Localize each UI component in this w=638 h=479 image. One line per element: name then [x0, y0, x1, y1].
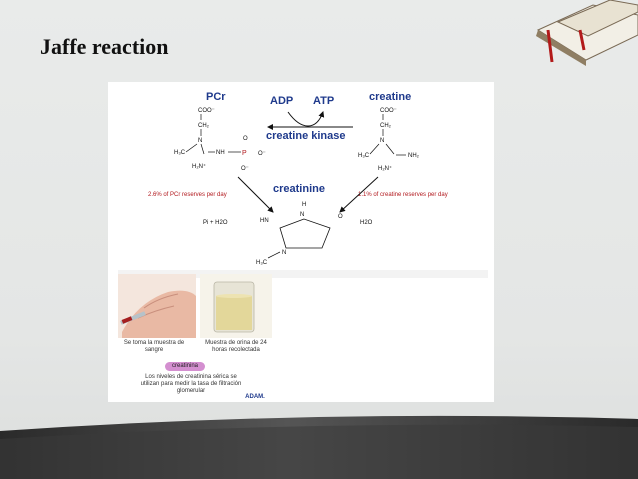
svg-text:CH₂: CH₂ — [380, 123, 392, 129]
pi-water-label: Pi + H2O — [203, 220, 228, 226]
svg-text:COO⁻: COO⁻ — [380, 108, 397, 114]
svg-text:P: P — [242, 150, 247, 157]
creatinine-structure: H N HN O N H₃C — [256, 202, 343, 266]
creatinine-label: creatinine — [273, 183, 325, 195]
slide-title: Jaffe reaction — [40, 34, 169, 59]
creatinine-diagram: PCr ADP ATP creatine creatine kinase COO… — [118, 91, 488, 338]
adam-logo: ADAM. — [245, 394, 265, 400]
atp-label: ATP — [313, 95, 334, 107]
water-label: H2O — [360, 220, 373, 226]
svg-text:H₃C: H₃C — [358, 153, 370, 159]
svg-text:O⁻: O⁻ — [241, 166, 249, 172]
svg-text:N: N — [198, 138, 202, 144]
svg-text:H₃C: H₃C — [256, 260, 268, 266]
diagram-panel: PCr ADP ATP creatine creatine kinase COO… — [108, 82, 494, 402]
svg-text:H: H — [302, 202, 306, 208]
svg-text:O⁻: O⁻ — [258, 151, 266, 157]
svg-text:CH₂: CH₂ — [198, 123, 210, 129]
enzyme-label: creatine kinase — [266, 130, 346, 142]
svg-text:O: O — [243, 136, 248, 142]
creatine-to-creatinine-arrow — [339, 176, 379, 213]
svg-text:NH: NH — [216, 150, 225, 156]
pcr-reserves-label: 2.6% of PCr reserves per day — [148, 192, 227, 198]
svg-text:N: N — [300, 212, 304, 218]
creatine-label: creatine — [369, 91, 411, 103]
svg-text:HN: HN — [260, 218, 269, 224]
svg-text:H₂N⁺: H₂N⁺ — [192, 163, 206, 170]
adp-label: ADP — [270, 95, 293, 107]
urine-caption: Muestra de orina de 24 horas recolectada — [205, 340, 267, 353]
blood-sample-illustration — [118, 274, 196, 338]
svg-text:N: N — [380, 138, 384, 144]
creatine-reserves-label: 1.1% of creatine reserves per day — [358, 192, 448, 198]
svg-text:NH₂: NH₂ — [408, 153, 420, 159]
pcr-structure: COO⁻ CH₂ N H₃C NH H₂N⁺ P O O⁻ O⁻ — [174, 108, 266, 172]
creatinine-badge: creatinina — [165, 362, 205, 371]
faded-band — [118, 270, 488, 278]
pcr-label: PCr — [206, 91, 226, 103]
svg-text:COO⁻: COO⁻ — [198, 108, 215, 114]
blood-caption: Se toma la muestra de sangre — [123, 340, 185, 353]
bottom-caption: Los niveles de creatinina sérica se util… — [140, 374, 242, 394]
urine-sample-illustration — [200, 274, 272, 338]
svg-text:H₃C: H₃C — [174, 150, 186, 156]
svg-text:O: O — [338, 214, 343, 220]
books-icon — [536, 0, 638, 66]
creatine-structure: COO⁻ CH₂ N H₃C NH₂ H₂N⁺ — [358, 108, 420, 172]
bottom-decoration — [0, 415, 638, 479]
adp-atp-arrow — [287, 111, 325, 127]
svg-text:N: N — [282, 250, 286, 256]
pcr-to-creatinine-arrow — [237, 176, 274, 213]
svg-text:H₂N⁺: H₂N⁺ — [378, 165, 392, 172]
